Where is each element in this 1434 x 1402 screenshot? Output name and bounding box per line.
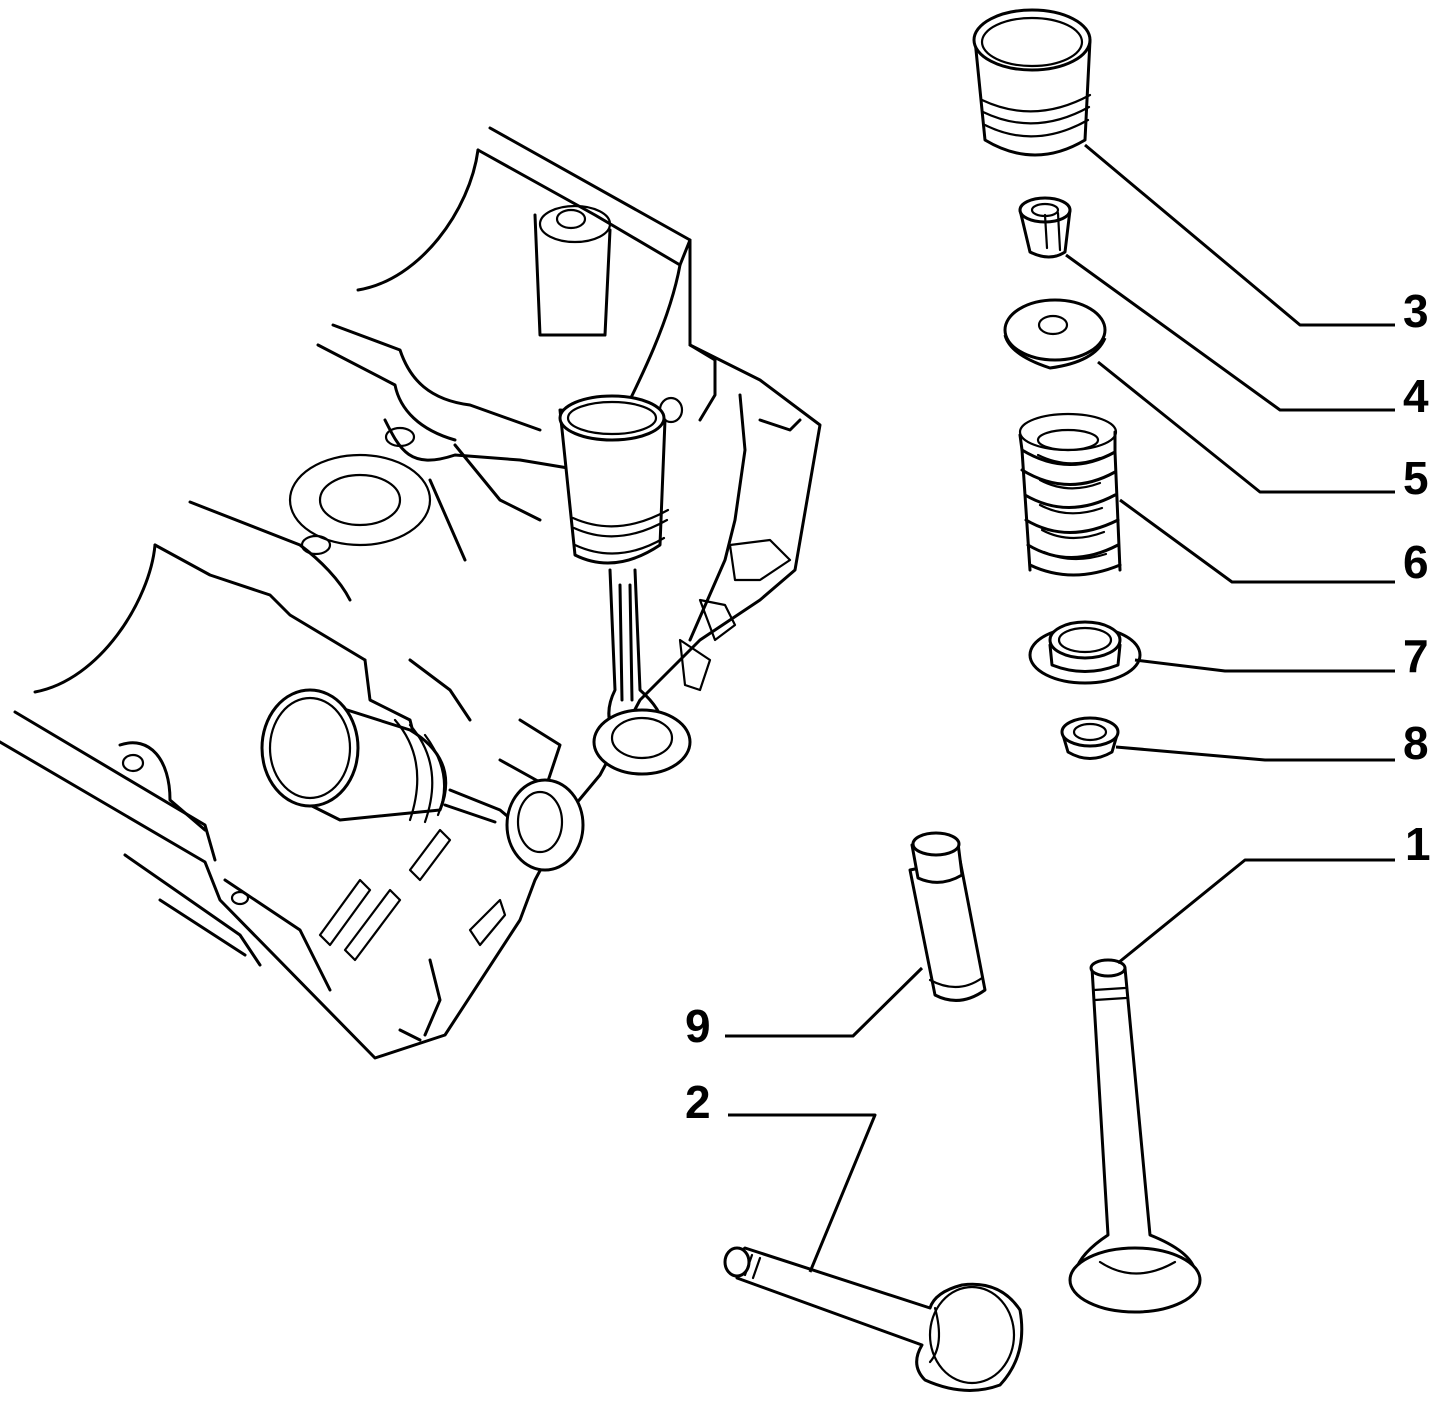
cylinder-head-drawing (0, 126, 822, 1060)
callout-4: 4 (1403, 370, 1429, 422)
part-7-lower-seat (1028, 620, 1142, 685)
callout-3: 3 (1403, 285, 1429, 337)
part-3-tappet (972, 8, 1092, 157)
part-8-stem-seal (1060, 716, 1120, 760)
installed-valve-upper (592, 568, 692, 776)
callout-9: 9 (685, 1000, 711, 1052)
leader-lines (725, 143, 1395, 1273)
installed-tappet-lower (260, 688, 448, 824)
leader-3 (1084, 143, 1395, 327)
installed-valve-lower (443, 778, 585, 872)
leader-8 (1115, 745, 1395, 762)
part-2-valve-body (723, 1246, 1024, 1392)
leader-5 (1097, 360, 1395, 494)
leader-6 (1119, 498, 1395, 584)
callout-2: 2 (685, 1076, 711, 1128)
leader-2 (728, 1113, 877, 1273)
leader-7 (1134, 658, 1395, 673)
part-5-upper-retainer (1003, 298, 1107, 370)
installed-tappet-upper (558, 394, 670, 565)
part-4-collets (1018, 196, 1072, 259)
leader-1 (1117, 858, 1395, 965)
callout-1: 1 (1405, 818, 1431, 870)
leader-9 (725, 966, 924, 1038)
callout-5: 5 (1403, 452, 1429, 504)
part-6-valve-spring (1018, 412, 1122, 577)
part-9-valve-guide (908, 831, 987, 1002)
callout-7: 7 (1403, 630, 1429, 682)
callout-6: 6 (1403, 536, 1429, 588)
part-1-valve (1068, 958, 1202, 1314)
leader-4 (1065, 253, 1395, 412)
callout-numbers: 3 4 5 6 7 8 1 9 2 (685, 285, 1431, 1128)
callout-8: 8 (1403, 717, 1429, 769)
